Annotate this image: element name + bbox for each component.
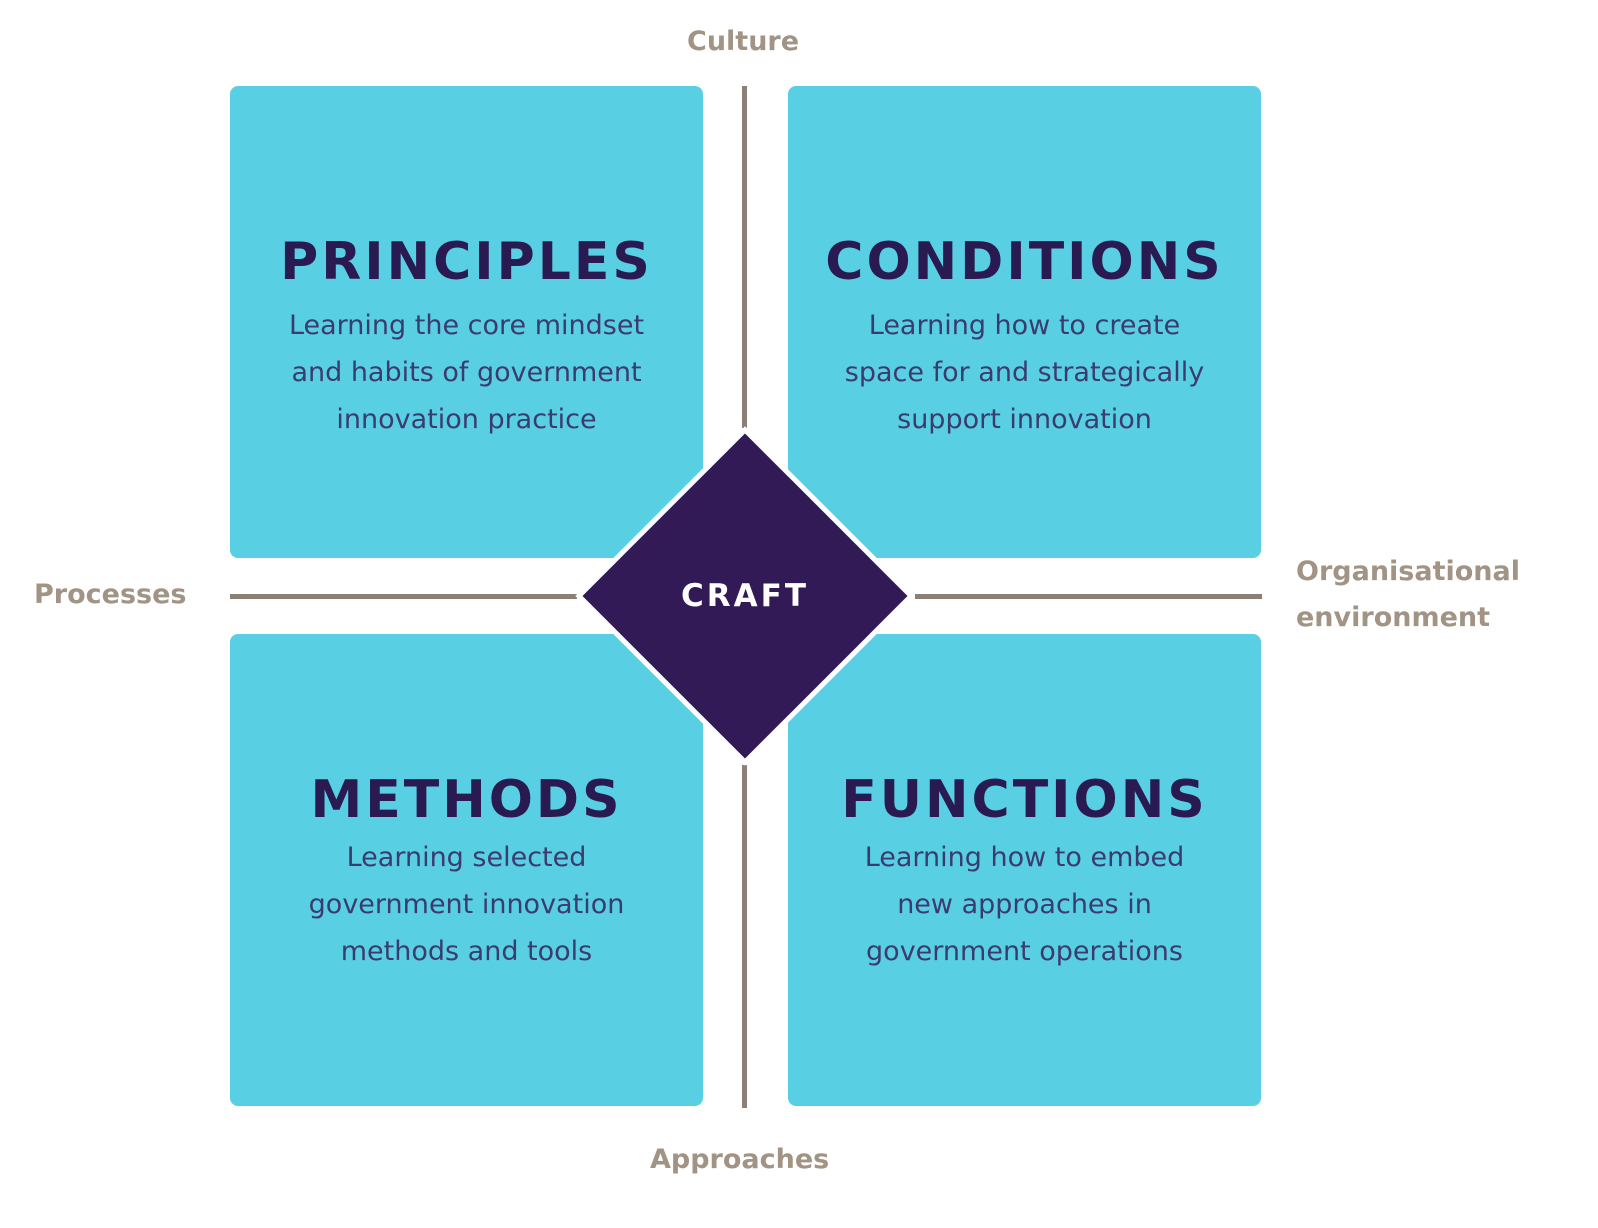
- quadrant-title: PRINCIPLES: [280, 232, 653, 292]
- axis-label-right-line1: Organisational: [1296, 556, 1520, 587]
- vertical-axis-bottom-line: [742, 765, 747, 1108]
- vertical-axis-top-line: [742, 86, 747, 428]
- craft-label: CRAFT: [681, 578, 809, 614]
- quadrant-title: METHODS: [310, 770, 623, 830]
- quadrant-principles: PRINCIPLES Learning the core mindset and…: [230, 86, 703, 558]
- description-line: Learning how to create: [868, 310, 1181, 341]
- quadrant-description: Learning selected government innovation …: [250, 834, 683, 975]
- quadrant-title: CONDITIONS: [825, 232, 1224, 292]
- quadrant-functions: FUNCTIONS Learning how to embed new appr…: [788, 634, 1261, 1106]
- description-line: government innovation: [308, 889, 625, 920]
- description-line: Learning selected: [346, 842, 587, 873]
- description-line: Learning how to embed: [864, 842, 1185, 873]
- quadrant-description: Learning the core mindset and habits of …: [250, 302, 683, 443]
- description-line: government operations: [866, 936, 1183, 967]
- axis-label-organisational-environment: Organisational environment: [1296, 549, 1520, 641]
- quadrant-conditions: CONDITIONS Learning how to create space …: [788, 86, 1261, 558]
- axis-label-culture: Culture: [687, 26, 800, 57]
- horizontal-axis-right-line: [915, 594, 1262, 599]
- description-line: Learning the core mindset: [288, 310, 645, 341]
- description-line: support innovation: [897, 404, 1152, 435]
- description-line: new approaches in: [897, 889, 1152, 920]
- axis-label-approaches: Approaches: [650, 1144, 830, 1175]
- axis-label-right-line2: environment: [1296, 602, 1491, 633]
- description-line: and habits of government: [291, 357, 642, 388]
- description-line: space for and strategically: [844, 357, 1205, 388]
- horizontal-axis-left-line: [230, 594, 577, 599]
- quadrant-methods: METHODS Learning selected government inn…: [230, 634, 703, 1106]
- quadrant-title: FUNCTIONS: [841, 770, 1208, 830]
- description-line: methods and tools: [340, 936, 593, 967]
- quadrant-description: Learning how to create space for and str…: [808, 302, 1241, 443]
- axis-label-processes: Processes: [34, 579, 187, 610]
- quadrant-description: Learning how to embed new approaches in …: [808, 834, 1241, 975]
- description-line: innovation practice: [336, 404, 597, 435]
